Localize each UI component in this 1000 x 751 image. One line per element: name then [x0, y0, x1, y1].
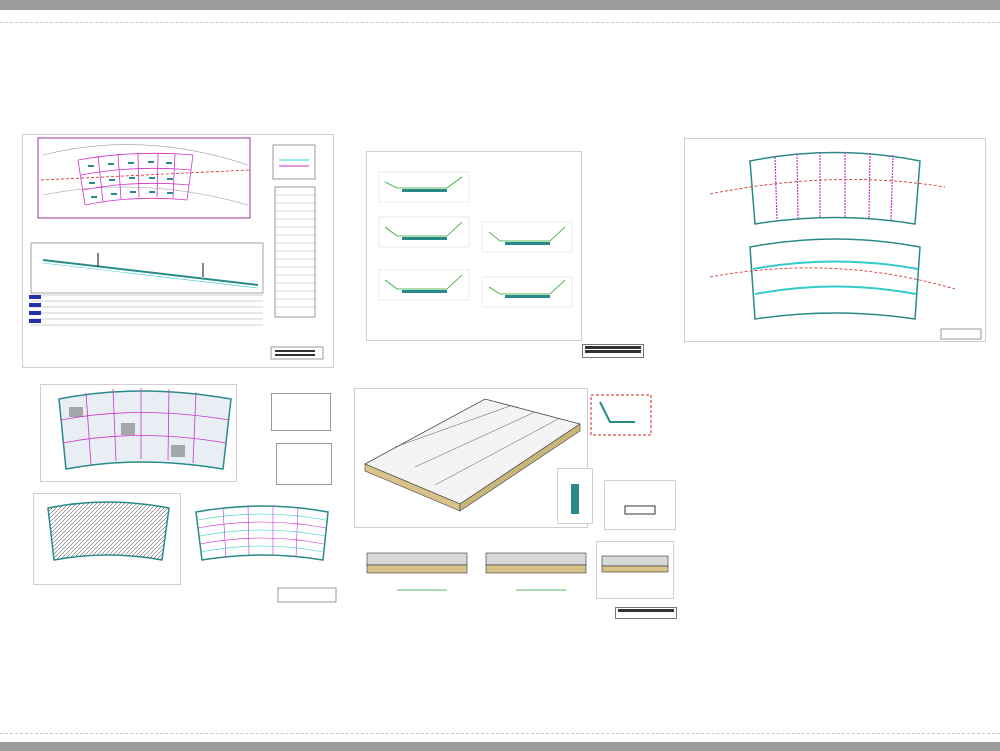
viewer-bottom-bar: [0, 742, 1000, 751]
sheet-plan-curves[interactable]: [684, 138, 986, 342]
legend-box: [271, 393, 331, 431]
sheet-paving-layout[interactable]: [40, 384, 237, 482]
seal-detail[interactable]: [604, 480, 676, 530]
dowel-drawing: [571, 484, 579, 514]
viewer-top-bar: [0, 0, 1000, 10]
section-2-drawing: [485, 552, 587, 591]
canvas-guide-line: [0, 733, 1000, 734]
title-block: [582, 344, 644, 358]
section-3-drawing: [601, 555, 669, 573]
joint-detail-drawing: [590, 394, 652, 436]
sheet-grid-plan[interactable]: [188, 500, 338, 604]
section-1-drawing: [366, 552, 468, 591]
plan-curves-drawing: [709, 151, 982, 340]
dowel-detail[interactable]: [557, 468, 593, 524]
sheet-plan-profile[interactable]: [22, 134, 334, 368]
sheet-isometric[interactable]: [354, 388, 588, 528]
canvas-guide-line: [0, 22, 1000, 23]
section-detail-2[interactable]: [476, 535, 591, 599]
grid-plan-drawing: [195, 504, 337, 603]
isometric-drawing: [364, 398, 581, 512]
paving-layout-drawing: [58, 388, 232, 470]
hatch-plan-drawing: [47, 501, 170, 561]
title-block: [615, 607, 677, 619]
sheet-hatch-plan[interactable]: [33, 493, 181, 585]
sheet-joint-detail[interactable]: [590, 394, 674, 456]
section-detail-3[interactable]: [596, 541, 674, 599]
summary-table: [276, 443, 332, 485]
sheet-cross-sections[interactable]: [366, 151, 582, 341]
section-detail-1[interactable]: [357, 535, 472, 599]
seal-drawing: [624, 505, 656, 515]
cross-sections-drawing: [378, 171, 573, 308]
plan-view-drawing: [29, 137, 324, 360]
